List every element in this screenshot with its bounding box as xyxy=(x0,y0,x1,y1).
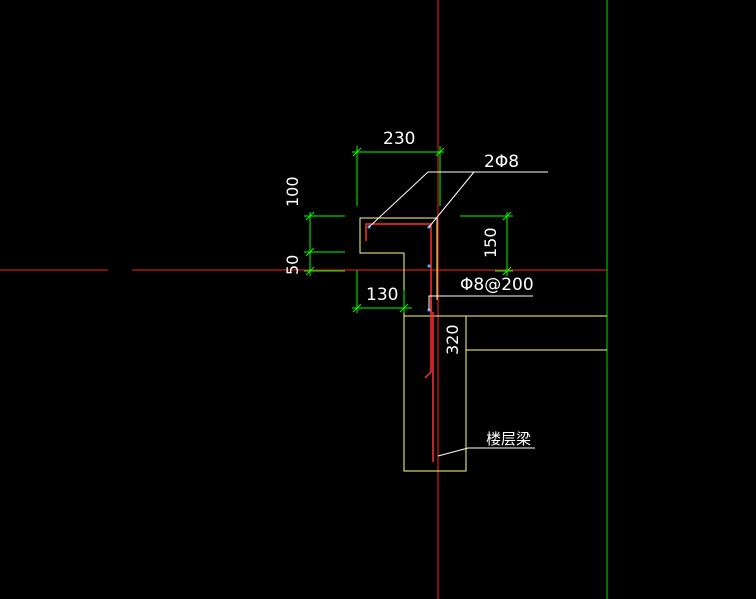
cantilever-upstand-outline xyxy=(359,217,607,472)
dim-left-tick-top xyxy=(305,211,315,221)
dim-130-label: 130 xyxy=(366,285,398,305)
dim-130-tick-right xyxy=(399,303,409,313)
dim-320-label: 320 xyxy=(443,324,462,355)
dim-left-tick-mid xyxy=(305,247,315,257)
dim-150-tick-bottom xyxy=(502,266,512,276)
dim-50-label: 50 xyxy=(283,255,302,275)
dim-150-tick-top xyxy=(502,211,512,221)
leader-beam-name xyxy=(437,447,535,457)
leader-stirrup xyxy=(428,295,533,310)
rebar-2phi8-label: 2Φ8 xyxy=(484,152,519,172)
beam-name-label: 楼层梁 xyxy=(486,430,531,448)
rebar-dot xyxy=(427,264,431,268)
upstand-hook-bar xyxy=(365,223,432,312)
leader-2phi8-right xyxy=(428,171,475,228)
dim-230-tick-left xyxy=(352,147,362,157)
drawing-text: 230 100 50 130 150 320 2Φ8 Φ8@200 楼层梁 xyxy=(283,129,534,448)
dimension-lines xyxy=(304,146,513,313)
leader-2phi8-left xyxy=(368,171,548,228)
stirrup-label: Φ8@200 xyxy=(460,275,534,295)
dim-150-label: 150 xyxy=(481,227,500,258)
beam-top-hook xyxy=(424,300,432,379)
dim-100-label: 100 xyxy=(283,176,302,207)
dim-130-tick-left xyxy=(352,303,362,313)
leader-lines xyxy=(368,171,548,457)
axis-lines xyxy=(0,0,608,599)
dim-230-tick-right xyxy=(435,147,445,157)
dim-230-label: 230 xyxy=(383,129,415,149)
dim-left-tick-bottom xyxy=(305,266,315,276)
rebar xyxy=(365,223,434,462)
member-outline xyxy=(359,217,607,472)
